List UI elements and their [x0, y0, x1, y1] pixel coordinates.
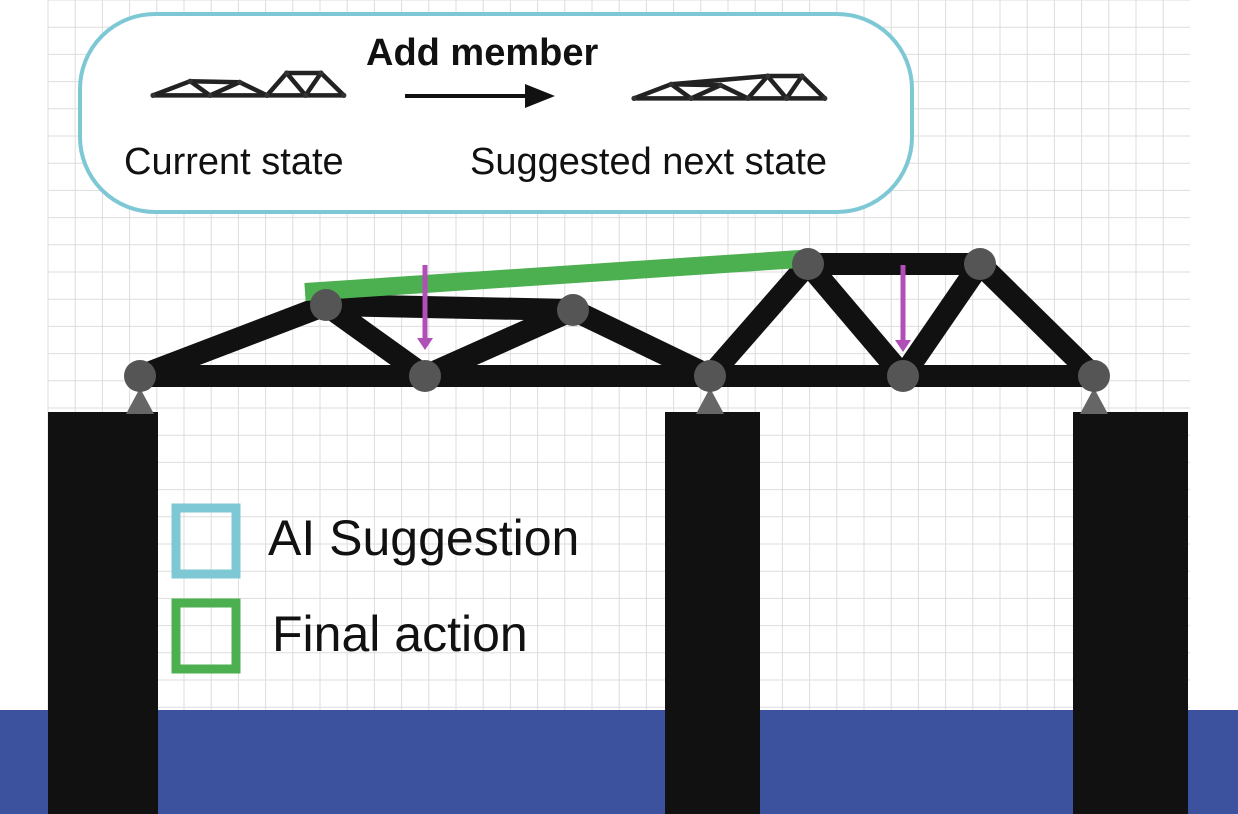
ai-suggestion-bubble [78, 12, 914, 214]
thumb-joint [668, 81, 674, 87]
truss-joint [964, 248, 996, 280]
thumb-joint [718, 82, 724, 88]
action-arrow-icon [405, 84, 555, 108]
final-action-member [304, 249, 816, 301]
final-action-swatch-icon [171, 598, 241, 674]
ai-suggestion-swatch-icon [171, 503, 241, 579]
thumb-joint [631, 95, 637, 101]
truss-member [315, 294, 436, 387]
current-state-caption: Current state [124, 141, 344, 183]
left-abutment [48, 412, 158, 814]
thumb-member [150, 78, 193, 98]
legend-label-ai-suggestion: AI Suggestion [268, 510, 580, 566]
thumb-joint [765, 73, 771, 79]
bearing-icon [696, 388, 724, 414]
thumb-member [668, 73, 770, 87]
thumb-member [303, 70, 324, 98]
legend-label-final-action: Final action [272, 606, 528, 662]
bearing-shoes [126, 388, 1108, 414]
thumb-member [668, 81, 694, 101]
thumb-joint [264, 92, 270, 98]
thumb-joint [688, 95, 694, 101]
bridge-supports [48, 412, 1188, 814]
suggested-next-state-caption: Suggested next state [470, 141, 828, 183]
truss-member [562, 299, 721, 387]
thumb-member [765, 73, 789, 101]
thumb-joint [237, 79, 243, 85]
thumb-joint [341, 92, 347, 98]
thumb-joint [745, 95, 751, 101]
thumb-member [284, 70, 308, 98]
thumb-member [318, 70, 347, 98]
thumb-member [688, 82, 723, 101]
truss-members [129, 253, 1105, 387]
truss-member [892, 253, 991, 387]
thumb-joint [284, 70, 290, 76]
truss-member [699, 253, 819, 387]
river-water [0, 710, 1238, 814]
truss-joint [792, 248, 824, 280]
thumb-joint [318, 70, 324, 76]
thumb-joint [207, 92, 213, 98]
action-label: Add member [366, 32, 599, 74]
center-pier [665, 412, 760, 814]
thumb-member [187, 78, 213, 98]
thumb-member [237, 79, 270, 98]
truss-joints [124, 248, 1110, 392]
truss-joint [1078, 360, 1110, 392]
truss-member [129, 294, 337, 387]
legend-swatches [171, 503, 241, 674]
thumb-member [207, 79, 242, 98]
truss-joint [409, 360, 441, 392]
thumb-member [187, 78, 242, 85]
arrow-head [525, 84, 555, 108]
load-arrows [417, 265, 911, 352]
thumb-joint [822, 95, 828, 101]
truss-joint [694, 360, 726, 392]
thumb-joint [799, 73, 805, 79]
suggested-next-state-thumbnail [631, 73, 828, 101]
truss-member [414, 299, 584, 387]
truss-joint [310, 289, 342, 321]
truss-joint [557, 294, 589, 326]
thumb-member [799, 73, 828, 101]
truss-joint [124, 360, 156, 392]
bearing-icon [126, 388, 154, 414]
truss-member [797, 253, 914, 387]
thumb-joint [784, 95, 790, 101]
thumb-member [745, 73, 770, 101]
truss-member [315, 294, 584, 321]
bearing-icon [1080, 388, 1108, 414]
thumb-member [784, 73, 805, 101]
thumb-member [264, 70, 289, 98]
thumb-joint [187, 78, 193, 84]
truss-joint [887, 360, 919, 392]
current-state-thumbnail [150, 70, 347, 98]
right-abutment [1073, 412, 1188, 814]
load-arrowhead-icon [895, 340, 911, 352]
thumb-joint [150, 92, 156, 98]
thumb-member [631, 81, 674, 101]
truss-member [969, 253, 1105, 387]
thumb-joint [303, 92, 309, 98]
load-arrowhead-icon [417, 338, 433, 350]
thumb-member [718, 82, 751, 101]
